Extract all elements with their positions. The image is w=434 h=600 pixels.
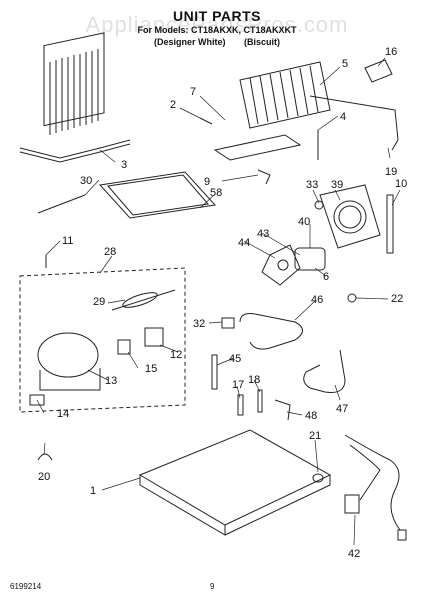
wire-harness: [344, 434, 407, 541]
spring-18: [257, 389, 263, 413]
callout-33: 33: [306, 179, 318, 191]
callout-5: 5: [342, 58, 348, 70]
compressor: [29, 332, 101, 406]
callout-labels: 3 2 7 4 5 16 9 58 30 19 10 33 39 40 43 4…: [38, 46, 407, 560]
page-number: 9: [210, 582, 215, 591]
baffle-strip: [386, 194, 394, 254]
nut-33: [314, 200, 324, 210]
callout-32: 32: [193, 318, 205, 330]
callout-1: 1: [90, 485, 96, 497]
callout-19: 19: [385, 166, 397, 178]
callout-14: 14: [57, 408, 69, 420]
callout-18: 18: [248, 374, 260, 386]
callout-30: 30: [80, 175, 92, 187]
base-pan: [138, 429, 332, 536]
thermostat-16: [364, 59, 393, 83]
bolt-45: [211, 354, 218, 390]
callout-43: 43: [257, 228, 269, 240]
callout-29: 29: [93, 296, 105, 308]
overload-protector: [117, 339, 131, 355]
nut-22: [347, 293, 357, 303]
callout-17: 17: [232, 379, 244, 391]
drain-tray: [99, 171, 216, 219]
callout-12: 12: [170, 349, 182, 361]
screw-2: [199, 117, 213, 125]
document-number: 6199214: [10, 582, 42, 591]
color-variants: (Designer White) (Biscuit): [0, 37, 434, 47]
callout-45: 45: [229, 353, 241, 365]
compressor-kit-outline: [19, 267, 186, 413]
bolt-17: [237, 394, 244, 416]
callout-47: 47: [336, 403, 348, 415]
diagram-title: UNIT PARTS: [173, 8, 261, 24]
callout-2: 2: [170, 99, 176, 111]
clip-9: [257, 169, 271, 185]
variant-biscuit: (Biscuit): [244, 37, 281, 47]
callout-7: 7: [190, 86, 196, 98]
fan-shroud: [319, 184, 381, 249]
variant-designer-white: (Designer White): [153, 37, 226, 47]
filter-drier: [111, 289, 176, 311]
evaporator-coil: [213, 61, 331, 161]
callout-16: 16: [385, 46, 397, 58]
clip-20: [37, 453, 53, 461]
callout-13: 13: [105, 375, 117, 387]
callout-40: 40: [298, 216, 310, 228]
callout-4: 4: [340, 111, 346, 123]
callout-39: 39: [331, 179, 343, 191]
callout-28: 28: [104, 246, 116, 258]
model-numbers: For Models: CT18AKXK, CT18AKXKT: [137, 25, 297, 35]
callout-46: 46: [311, 294, 323, 306]
callout-20: 20: [38, 471, 50, 483]
callout-10: 10: [395, 178, 407, 190]
callout-11: 11: [62, 235, 73, 247]
clamp-32: [221, 317, 235, 329]
callout-15: 15: [145, 363, 157, 375]
condenser-coil: [19, 32, 131, 163]
tube-47: [303, 349, 346, 393]
leader-lines: [36, 57, 401, 546]
callout-58: 58: [210, 187, 222, 199]
bracket-48: [274, 399, 291, 421]
callout-48: 48: [305, 410, 317, 422]
callout-22: 22: [391, 293, 403, 305]
watermark-text: AppliancePartsPros.com: [85, 12, 349, 37]
callout-6: 6: [323, 271, 329, 283]
callout-9: 9: [204, 176, 210, 188]
callout-3: 3: [121, 159, 127, 171]
callout-21: 21: [309, 430, 321, 442]
tube-46: [239, 313, 303, 350]
start-relay: [144, 327, 164, 347]
callout-44: 44: [238, 237, 250, 249]
screw-30: [37, 194, 86, 214]
callout-42: 42: [348, 548, 360, 560]
suction-line: [309, 95, 399, 160]
